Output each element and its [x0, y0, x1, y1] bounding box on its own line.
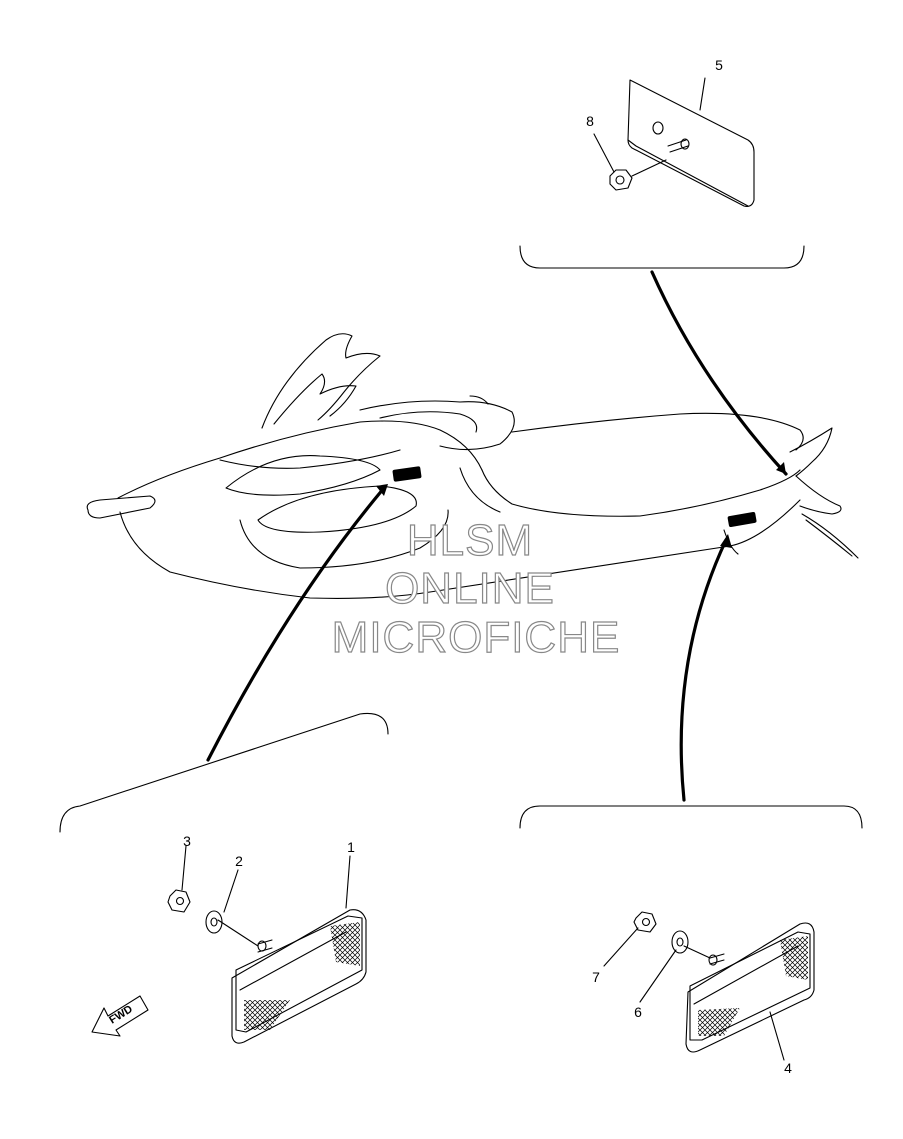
nut-8: [609, 169, 633, 191]
leader-7: [603, 927, 639, 967]
callout-3: 3: [183, 833, 191, 849]
plate-stud: [652, 121, 664, 135]
leader-3: [181, 845, 187, 891]
rear-reflector-location: [727, 511, 757, 528]
detail-bracket-top: [519, 245, 805, 269]
fwd-label: FWD: [107, 1003, 135, 1026]
leader-2: [223, 869, 239, 913]
watermark-line-2: ONLINE: [385, 564, 555, 613]
rear-reflector-plate: [627, 79, 755, 207]
leader-8: [593, 133, 615, 173]
arrow-to-front-reflector: [206, 486, 386, 762]
washer-6: [671, 930, 689, 954]
pointer-arrows: [206, 270, 788, 802]
reflector-4: [685, 922, 815, 1053]
arrow-to-rear-plate: [650, 270, 788, 476]
callout-7: 7: [592, 969, 600, 985]
snowmobile-outline: [86, 333, 859, 599]
rear-reflector-detail: [519, 77, 805, 269]
leader-4: [769, 1011, 785, 1061]
fwd-direction-arrow: FWD: [91, 995, 149, 1037]
front-reflector-detail: FWD: [59, 712, 389, 1044]
callout-1: 1: [347, 839, 355, 855]
rear-side-reflector-detail: [519, 805, 863, 1061]
leader-5: [699, 77, 706, 111]
nut-7: [633, 911, 657, 933]
nut-3: [167, 889, 191, 913]
front-reflector-location: [392, 466, 422, 482]
callout-2: 2: [235, 853, 243, 869]
washer-2: [205, 910, 223, 934]
arrow-to-rear-side-reflector: [679, 538, 728, 802]
watermark: HLSM ONLINE MICROFICHE: [331, 515, 621, 662]
callout-8: 8: [586, 113, 594, 129]
detail-bracket-left: [59, 712, 389, 833]
callout-numbers: 1 2 3 4 5 6 7 8: [183, 57, 792, 1076]
detail-bracket-right: [519, 805, 863, 829]
watermark-line-1: HLSM: [407, 516, 533, 565]
callout-4: 4: [784, 1060, 792, 1076]
leader-1: [345, 855, 351, 909]
reflector-1: [231, 909, 367, 1044]
watermark-line-3: MICROFICHE: [332, 613, 621, 662]
leader-6: [639, 949, 677, 1003]
callout-5: 5: [715, 57, 723, 73]
callout-6: 6: [634, 1004, 642, 1020]
